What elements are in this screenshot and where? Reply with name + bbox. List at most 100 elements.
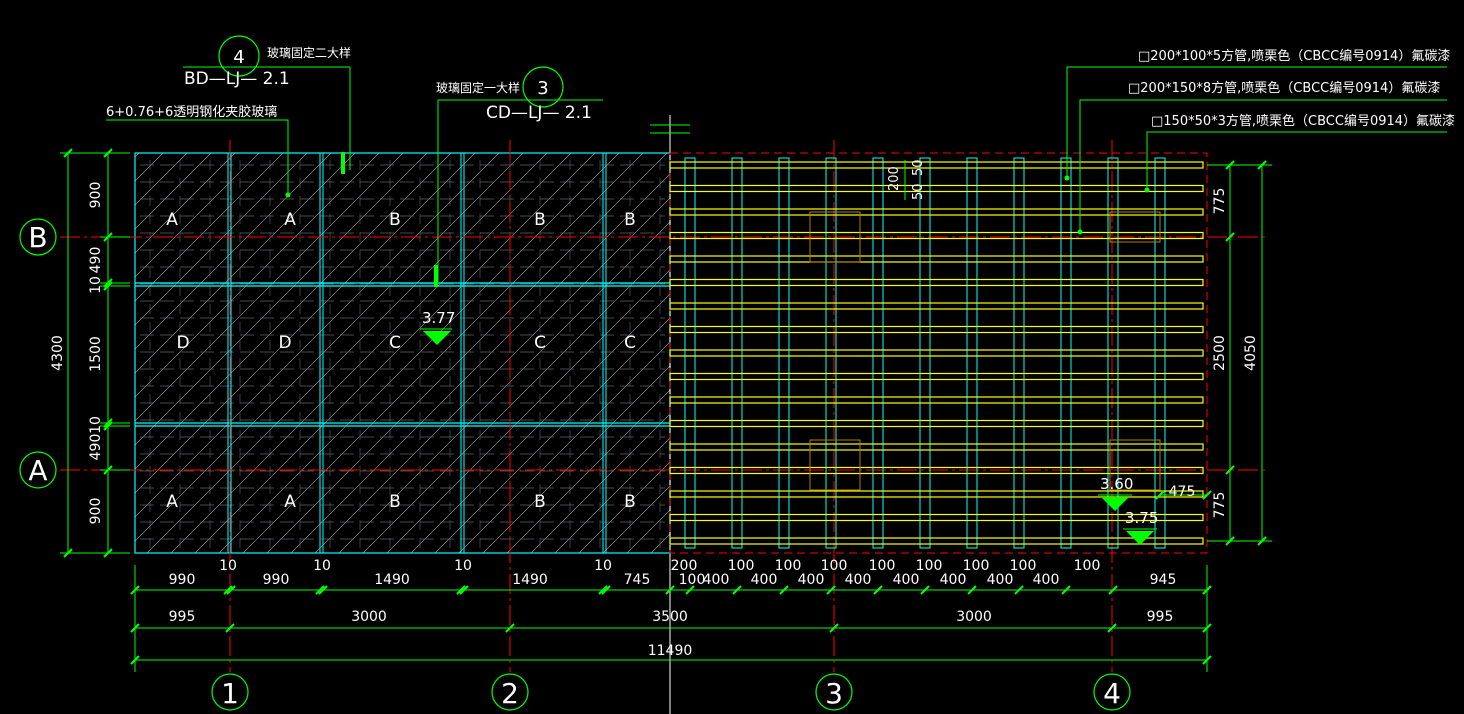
glass-hatch-line <box>134 152 380 398</box>
glass-hatch-line <box>578 461 671 554</box>
glass-hatch-line <box>338 221 671 554</box>
elevation-label-3: 3.75 <box>1125 509 1158 527</box>
dim-tick <box>873 585 883 595</box>
dim-bottom-row1: 400 <box>751 572 778 588</box>
glass-hatch-line <box>314 197 671 554</box>
elevation-label-1: 3.77 <box>422 309 455 327</box>
horizontal-square-tube <box>669 161 1204 169</box>
dim-bottom-row2: 995 <box>169 609 196 625</box>
vertical-square-tube <box>919 157 931 549</box>
glass-hatch-line <box>134 152 356 374</box>
horizontal-square-tube <box>669 184 1204 193</box>
base-plate <box>809 211 861 263</box>
panel-label: D <box>176 333 189 353</box>
glass-hatch-line <box>134 152 428 446</box>
dim-tick <box>1225 536 1235 546</box>
horizontal-square-tube <box>669 231 1204 240</box>
dim-bottom-row2: 3000 <box>956 609 992 625</box>
glass-hatch-line <box>134 152 452 470</box>
dim-bottom-row1: 10 <box>594 558 612 574</box>
glass-hatch-line <box>134 152 284 302</box>
glass-panel-grid <box>134 152 671 554</box>
dim-tick <box>1225 465 1235 475</box>
tube-note-1-dot <box>1064 175 1070 181</box>
panel-label: B <box>624 210 636 230</box>
dim-bottom-row2: 995 <box>1147 609 1174 625</box>
horizontal-square-tube <box>669 208 1204 216</box>
dim-tick <box>103 148 113 158</box>
dim-tick <box>1202 585 1212 595</box>
dim-left-inner: 490 <box>88 247 104 274</box>
dim-tick <box>598 585 608 595</box>
panel-label: B <box>534 492 546 512</box>
dim-bottom-row2: 3000 <box>351 609 387 625</box>
panel-label: B <box>389 210 401 230</box>
dim-bottom-row2: 3500 <box>652 609 688 625</box>
glass-hatch-line <box>218 152 620 554</box>
glass-hatch-line <box>134 152 404 422</box>
vertical-square-tube <box>1107 157 1119 549</box>
dim-tick <box>967 585 977 595</box>
glass-note-dot <box>285 192 291 198</box>
horizontal-square-tube <box>669 419 1204 428</box>
dim-bottom-row1: 100 <box>728 558 755 574</box>
glass-hatch-line <box>170 152 572 554</box>
tube-note-2-leader <box>1079 99 1447 232</box>
dim-right-inner: 775 <box>1212 492 1228 519</box>
glass-hatch-line <box>434 317 671 554</box>
dim-tick <box>130 655 140 665</box>
tube-spacing-200: 200 <box>887 166 902 191</box>
glass-hatch-line <box>134 152 164 182</box>
glass-note-leader <box>106 119 289 195</box>
dim-bottom-row1: 200 <box>671 558 698 574</box>
glass-hatch-line <box>242 152 644 554</box>
glass-hatch-line <box>134 152 332 350</box>
dim-bottom-row1: 745 <box>624 572 651 588</box>
axis-label-col: 4 <box>1103 677 1121 710</box>
dim-bottom-row1: 100 <box>679 572 706 588</box>
steel-tube-layer <box>669 152 1208 554</box>
tube-area-outline <box>669 152 1208 554</box>
glass-hatch-line <box>530 413 671 554</box>
dim-tick <box>1202 623 1212 633</box>
tube-note-3: □150*50*3方管,喷栗色（CBCC编号0914）氟碳漆 <box>1151 113 1455 129</box>
glass-hatch-line <box>290 173 671 554</box>
detail-3-ref: CD—LJ— 2.1 <box>486 103 592 123</box>
dim-tick <box>685 585 695 595</box>
dim-bottom-total: 11490 <box>648 643 693 659</box>
dim-tick <box>829 623 839 633</box>
base-plate <box>809 439 861 491</box>
glass-hatch-line <box>134 152 524 542</box>
dim-bottom-row1: 400 <box>893 572 920 588</box>
vertical-square-tube <box>825 157 837 549</box>
elevation-triangle-2 <box>1101 497 1129 511</box>
dim-bottom-row1: 100 <box>916 558 943 574</box>
dim-left-outer: 4300 <box>50 335 66 371</box>
detail-4-ref: BD—LJ— 2.1 <box>184 69 290 89</box>
panel-label: A <box>284 210 296 230</box>
vertical-square-tube <box>684 157 696 549</box>
dim-tick <box>226 585 236 595</box>
detail-3-title: 玻璃固定一大样 <box>436 80 520 95</box>
axis-bubble-col <box>491 673 529 711</box>
axis-label-col: 1 <box>221 677 239 710</box>
dimension-layer: 4300900490101500104909004050775250077547… <box>50 148 1272 672</box>
dim-tick <box>1225 232 1235 242</box>
dim-bottom-row1: 945 <box>1150 572 1177 588</box>
dim-right-outer: 4050 <box>1243 335 1259 371</box>
tube-spacing-50b: 50 <box>911 159 926 176</box>
horizontal-square-tube <box>669 490 1204 498</box>
glass-hatch-line <box>626 509 671 554</box>
vertical-square-tube <box>1154 157 1166 549</box>
axis-lines <box>60 115 1265 714</box>
horizontal-square-tube <box>669 278 1204 287</box>
glass-hatch-line <box>134 152 140 158</box>
dim-tick <box>1225 160 1235 170</box>
base-plate <box>1109 211 1161 243</box>
annotation-layer: 4 BD—LJ— 2.1 玻璃固定二大样 6+0.76+6透明钢化夹胶玻璃 3 … <box>19 35 1455 711</box>
horizontal-square-tube <box>669 443 1204 451</box>
elevation-triangle-1 <box>423 331 451 345</box>
dim-right-inner: 2500 <box>1212 335 1228 371</box>
vertical-square-tube <box>872 157 884 549</box>
detail-4-bubble <box>218 35 260 77</box>
